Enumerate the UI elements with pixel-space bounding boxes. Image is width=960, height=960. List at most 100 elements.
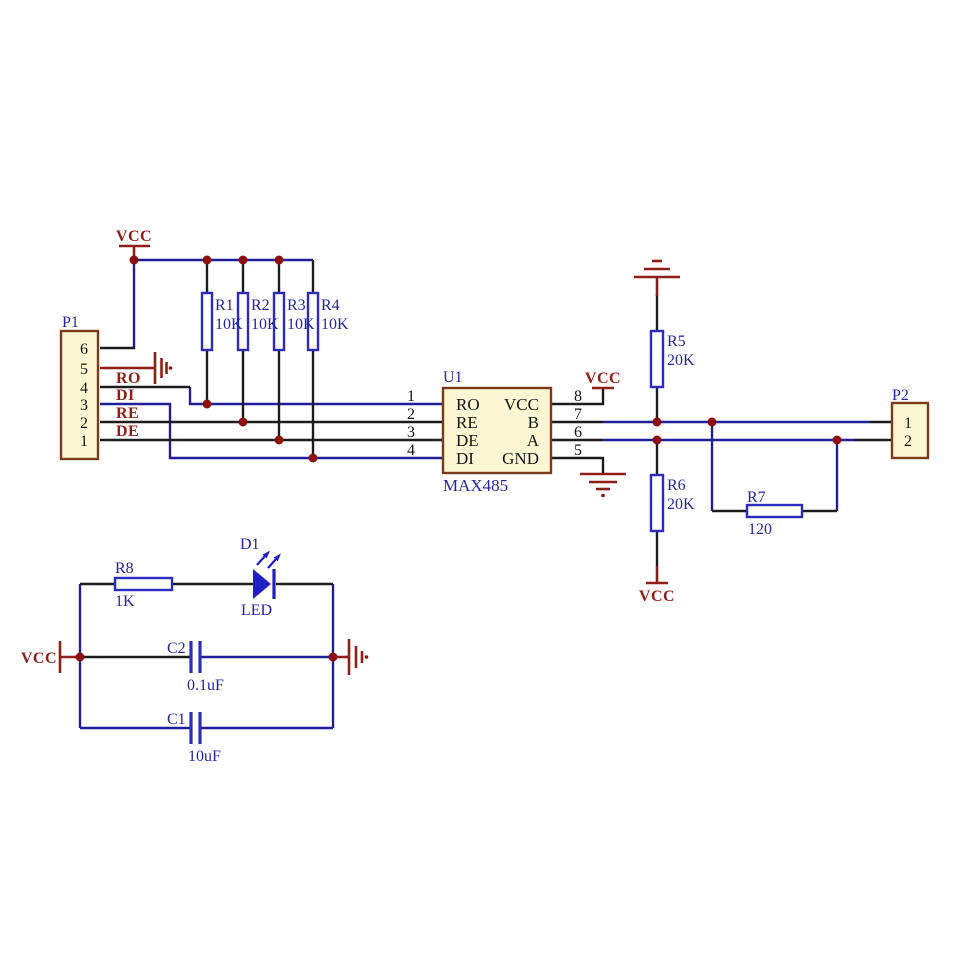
u1-pin-name: A — [527, 431, 540, 450]
r7-ref-label: R7 — [747, 489, 766, 506]
vcc-symbol-r6 — [646, 566, 668, 585]
u1-pin-number: 1 — [407, 388, 415, 405]
u1-pin-name: GND — [502, 449, 539, 468]
junction-dot — [652, 435, 662, 445]
u1-part-label: MAX485 — [443, 476, 508, 495]
r5-value-label: 20K — [667, 352, 695, 369]
resistor-r1-body — [200, 291, 214, 352]
u1-pin-number: 8 — [574, 388, 582, 405]
r8-value-label: 1K — [115, 593, 135, 610]
wire-u1-pin5-stub — [551, 456, 605, 473]
led-arrowhead-1 — [262, 550, 270, 559]
r3-ref-label: R3 — [287, 297, 306, 314]
junction-dot — [75, 652, 85, 662]
capacitor-c2-symbol — [189, 641, 202, 673]
black-wires — [80, 260, 892, 659]
led-arrow-2 — [267, 558, 277, 569]
junction-dot — [202, 399, 212, 409]
power-symbols — [58, 244, 680, 675]
u1-pin-name: RE — [456, 413, 478, 432]
led-arrow-1 — [256, 555, 266, 566]
ic-u1-body — [441, 386, 553, 475]
r1-value-label: 10K — [215, 316, 243, 333]
junction-dot — [707, 417, 717, 427]
led-d1-symbol — [253, 550, 281, 599]
ground-symbol-u1-pin5 — [580, 472, 626, 498]
p2-pin-number: 1 — [904, 415, 912, 432]
d1-ref-label: D1 — [240, 536, 260, 553]
connector-p2-body — [890, 401, 930, 460]
p1-pin-number: 2 — [80, 415, 88, 432]
p1-pin-number: 5 — [80, 361, 88, 378]
p2-ref-label: P2 — [892, 387, 909, 404]
junction-dot — [328, 652, 338, 662]
r3-value-label: 10K — [287, 316, 315, 333]
u1-pin-number: 4 — [407, 442, 415, 459]
wire-ro-route — [188, 387, 443, 406]
p1-pin-number: 3 — [80, 397, 88, 414]
r1-ref-label: R1 — [215, 297, 234, 314]
u1-pin-name: DE — [456, 431, 479, 450]
u1-pin-number: 5 — [574, 442, 582, 459]
r2-ref-label: R2 — [251, 297, 270, 314]
p1-pin-number: 4 — [80, 380, 88, 397]
capacitor-c1-symbol — [189, 712, 202, 744]
u1-pin-number: 7 — [574, 406, 582, 423]
u1-ref-label: U1 — [443, 369, 463, 386]
junction-dot — [202, 255, 212, 265]
c2-value-label: 0.1uF — [187, 677, 224, 694]
gnd-bar-4 — [364, 655, 369, 659]
signal-label-re: RE — [116, 405, 139, 422]
p1-pin-number: 6 — [80, 341, 88, 358]
resistor-r3-body — [272, 291, 286, 352]
gnd-bar-4 — [168, 366, 173, 370]
c1-ref-label: C1 — [167, 711, 186, 728]
wire-di-route — [100, 402, 443, 460]
vcc-label-bottom-left: VCC — [21, 650, 57, 667]
blue-wires — [78, 258, 870, 730]
led-anode-triangle — [253, 569, 271, 599]
d1-type-label: LED — [241, 602, 272, 619]
junction-dots — [75, 255, 842, 662]
wire-u1-pin8-stub — [551, 389, 605, 406]
u1-pin-name: VCC — [504, 395, 539, 414]
r6-ref-label: R6 — [667, 477, 686, 494]
p1-pin-number: 1 — [80, 433, 88, 450]
resistor-r6-body — [649, 473, 665, 533]
resistor-r7-body — [745, 503, 804, 519]
connector-p1-body — [59, 329, 100, 461]
resistor-r2-body — [236, 291, 250, 352]
r4-value-label: 10K — [321, 316, 349, 333]
junction-dot — [832, 435, 842, 445]
r5-ref-label: R5 — [667, 333, 686, 350]
signal-label-de: DE — [116, 423, 139, 440]
u1-pin-number: 3 — [407, 424, 415, 441]
resistor-r4-body — [306, 291, 320, 352]
junction-dot — [238, 255, 248, 265]
u1-pin-name: DI — [456, 449, 474, 468]
r8-ref-label: R8 — [115, 560, 134, 577]
r7-value-label: 120 — [748, 521, 772, 538]
ground-symbol-p1 — [100, 352, 173, 384]
p2-pin-number: 2 — [904, 433, 912, 450]
vcc-label-u1-pin8: VCC — [585, 370, 621, 387]
led-arrowhead-2 — [273, 553, 281, 562]
junction-dot — [238, 417, 248, 427]
u1-pin-name: B — [528, 413, 539, 432]
junction-dot — [308, 453, 318, 463]
c1-value-label: 10uF — [188, 748, 221, 765]
vcc-label-top-left: VCC — [116, 228, 152, 245]
resistor-r5-body — [649, 329, 665, 389]
ground-symbol-r5 — [634, 259, 680, 296]
u1-pin-name: RO — [456, 395, 480, 414]
vcc-label-r6: VCC — [639, 588, 675, 605]
gnd-bar-4 — [601, 493, 605, 498]
ground-symbol-bottom-left — [333, 639, 369, 675]
r4-ref-label: R4 — [321, 297, 340, 314]
resistor-r8-body — [113, 576, 174, 592]
p1-ref-label: P1 — [62, 314, 79, 331]
junction-dot — [274, 255, 284, 265]
u1-pin-number: 2 — [407, 406, 415, 423]
